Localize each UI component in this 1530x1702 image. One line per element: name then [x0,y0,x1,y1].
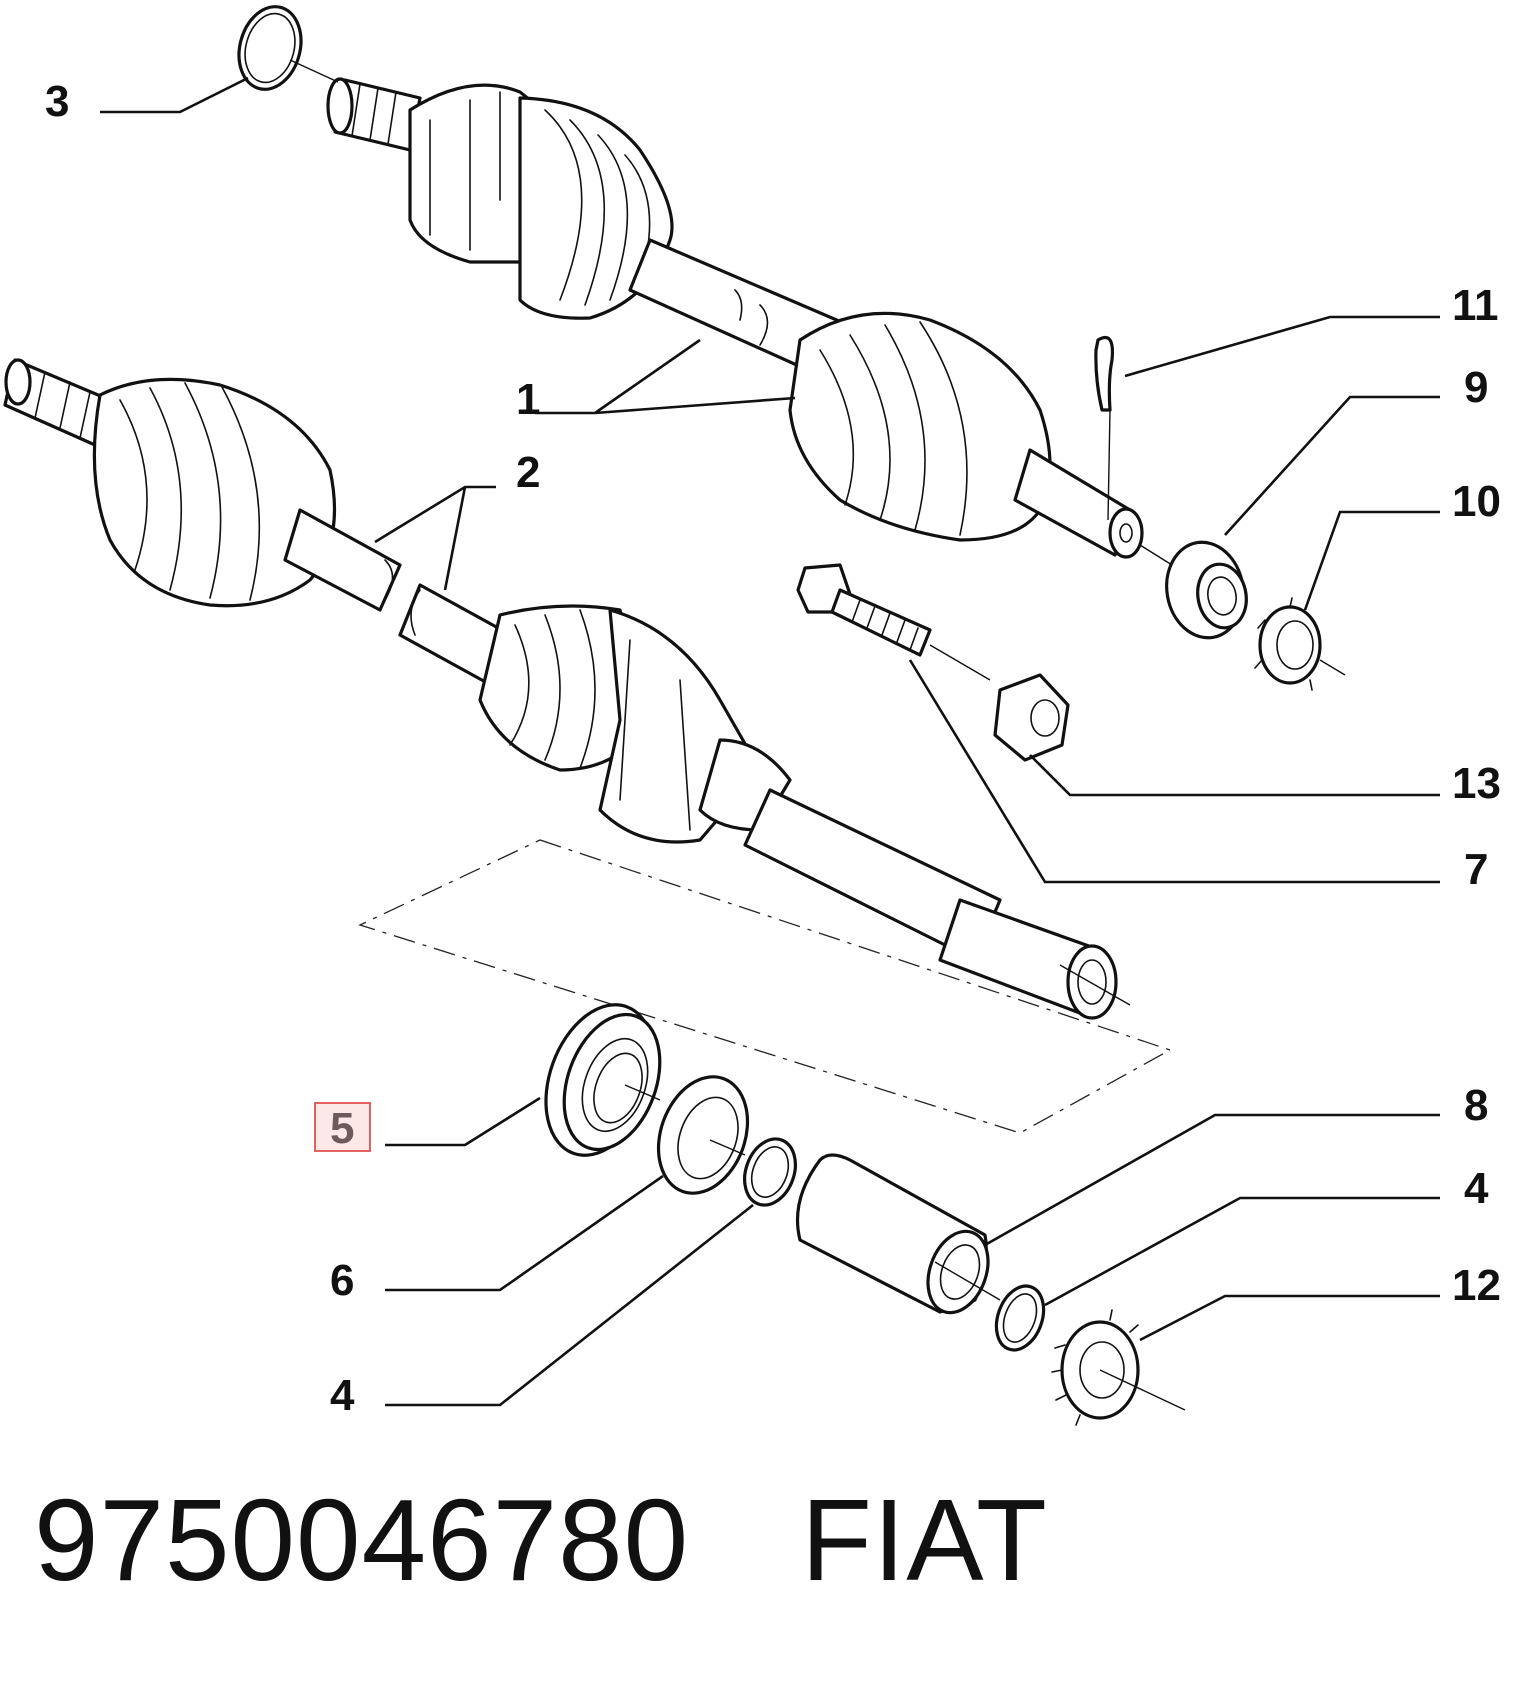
callout-1: 1 [516,375,540,424]
leader-lines [100,76,1440,1407]
circlip-ring [237,5,339,91]
callout-7: 7 [1464,845,1488,894]
callout-11: 11 [1452,281,1499,330]
sleeve [795,1153,1001,1315]
support-bearing [544,1003,662,1157]
callout-4-lower: 4 [330,1371,355,1420]
callout-8: 8 [1464,1081,1488,1130]
lock-nut [993,673,1070,762]
callout-5: 5 [330,1104,354,1153]
lower-drive-shaft [3,358,1131,1020]
callout-4-upper: 4 [1464,1164,1489,1213]
hub-nut [1165,540,1248,640]
callout-2: 2 [516,448,540,497]
callout-5-highlight [314,1102,371,1152]
callout-10: 10 [1452,477,1501,526]
callout-12: 12 [1452,1261,1501,1310]
callout-labels: 3 1 2 11 9 10 13 7 5 8 4 6 12 4 [45,77,1501,1420]
o-ring-upper [743,1137,797,1207]
brand-name: FIAT [801,1475,1048,1605]
callout-13: 13 [1452,759,1501,808]
cotter-pin [1094,335,1115,521]
castle-nut-retainer [1254,597,1346,691]
o-ring-lower [994,1284,1046,1352]
part-number: 9750046780 [34,1475,690,1605]
callout-9: 9 [1464,363,1488,412]
seal-ring [656,1075,750,1195]
lock-washer [1051,1309,1186,1426]
upper-drive-shaft [326,77,1181,571]
callout-6: 6 [330,1256,354,1305]
pinch-bolt [796,563,991,681]
callout-3: 3 [45,77,69,126]
